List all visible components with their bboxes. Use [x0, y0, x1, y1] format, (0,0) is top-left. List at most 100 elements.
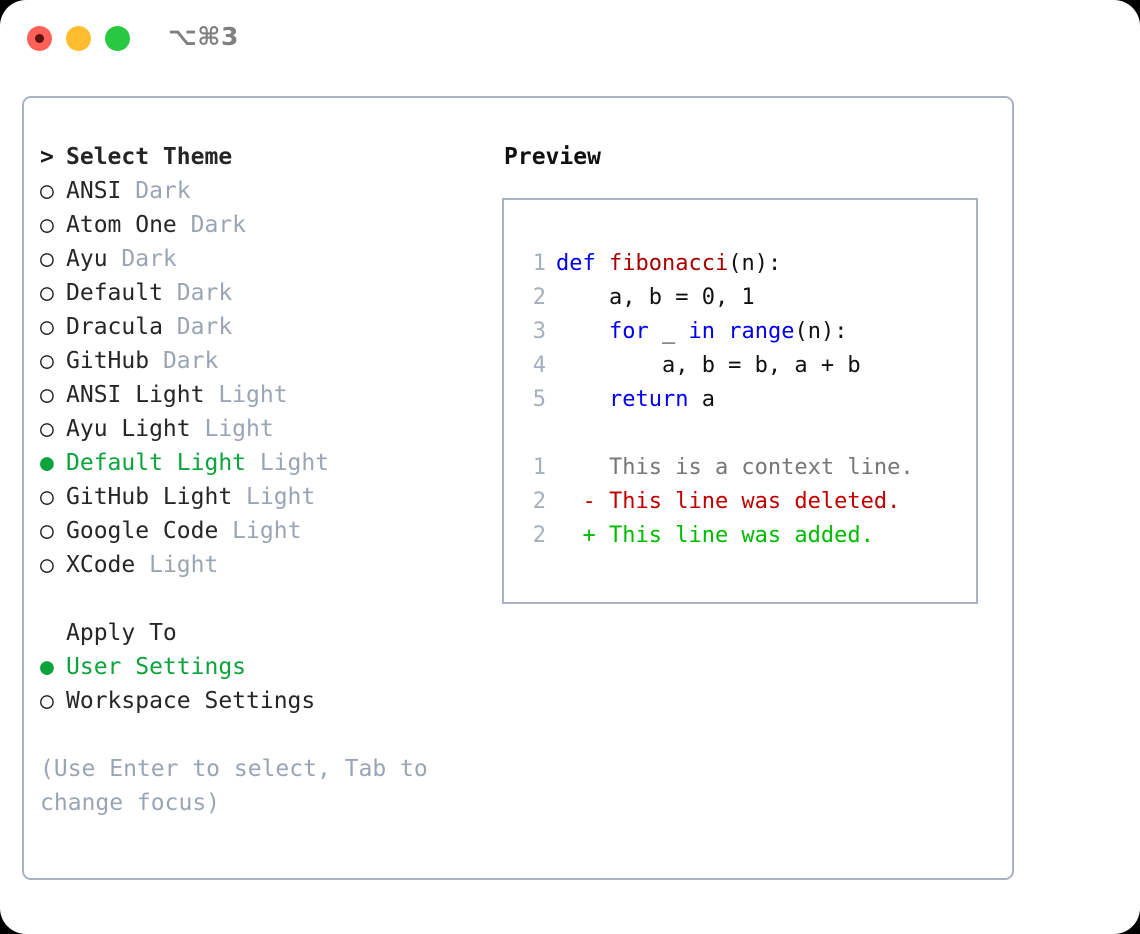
code-token — [556, 387, 609, 412]
keyboard-hint-text: (Use Enter to select, Tab to change focu… — [40, 756, 428, 816]
apply-to-header: ○Apply To — [40, 616, 490, 650]
line-number: 5 — [532, 387, 546, 412]
apply-to-header-spacer: ○ — [40, 616, 66, 650]
code-token: return — [608, 387, 689, 412]
theme-option-github-light[interactable]: ○GitHub Light Light — [40, 480, 490, 514]
theme-option-google-code[interactable]: ○ Google Code Light — [40, 514, 490, 548]
radio-unselected-icon: ○ — [40, 484, 54, 510]
code-line: 1 def fibonacci(n): — [520, 247, 976, 281]
diff-text: This line was added. — [608, 523, 874, 548]
line-number: 3 — [532, 319, 546, 344]
diff-marker: - — [556, 489, 609, 514]
theme-option-kind: Dark — [176, 212, 247, 238]
prompt-caret-icon: > — [40, 144, 54, 170]
theme-option-name: Default — [66, 280, 163, 306]
diff-sample: 1 This is a context line.2 - This line w… — [520, 451, 976, 553]
diff-marker: + — [556, 523, 609, 548]
apply-to-header-label: Apply To — [66, 620, 177, 646]
apply-to-option-workspace-settings[interactable]: ○ Workspace Settings — [40, 684, 490, 718]
theme-option-atom-one[interactable]: ○ Atom One Dark — [40, 208, 490, 242]
theme-option-name: Atom One — [66, 212, 177, 238]
diff-text: This line was deleted. — [608, 489, 901, 514]
theme-option-ansi-light[interactable]: ○ANSI Light Light — [40, 378, 490, 412]
code-token — [556, 319, 609, 344]
code-token — [715, 319, 728, 344]
line-number: 2 — [532, 285, 546, 310]
preview-title: Preview — [504, 144, 601, 170]
theme-option-kind: Light — [246, 450, 330, 476]
apply-to-option-name: Workspace Settings — [66, 688, 316, 714]
line-number: 2 — [532, 489, 546, 514]
radio-selected-icon: ● — [40, 450, 54, 476]
radio-unselected-icon: ○ — [40, 688, 54, 714]
section-spacer — [40, 582, 490, 616]
code-token: (n): — [794, 319, 848, 344]
code-diff-spacer — [520, 417, 976, 451]
code-token: fibonacci — [608, 251, 729, 276]
radio-unselected-icon: ○ — [40, 212, 54, 238]
theme-option-name: Ayu Light — [66, 416, 191, 442]
theme-option-name: ANSI — [66, 178, 122, 204]
apply-to-list: ○Apply To●User Settings○Workspace Settin… — [40, 616, 490, 718]
code-token: def — [556, 251, 609, 276]
code-line: 5 return a — [520, 383, 976, 417]
theme-option-name: Ayu — [66, 246, 108, 272]
minimize-light-button[interactable] — [66, 26, 91, 51]
code-token: (n): — [728, 251, 782, 276]
code-token: range — [728, 319, 795, 344]
theme-option-default-light[interactable]: ●Default Light Light — [40, 446, 490, 480]
apply-to-option-user-settings[interactable]: ●User Settings — [40, 650, 490, 684]
theme-option-name: Dracula — [66, 314, 163, 340]
radio-unselected-icon: ○ — [40, 518, 54, 544]
diff-marker — [556, 455, 609, 480]
theme-option-name: Google Code — [66, 518, 219, 544]
code-line: 3 for _ in range(n): — [520, 315, 976, 349]
line-number: 4 — [532, 353, 546, 378]
radio-unselected-icon: ○ — [40, 280, 54, 306]
code-token: _ — [648, 319, 689, 344]
code-token: a, b = b, a + b — [556, 353, 861, 378]
theme-option-ayu[interactable]: ○Ayu Dark — [40, 242, 490, 276]
theme-option-kind: Dark — [149, 348, 219, 374]
theme-option-kind: Dark — [107, 246, 177, 272]
zoom-light-button[interactable] — [105, 26, 130, 51]
theme-option-name: GitHub — [66, 348, 150, 374]
diff-line-add: 2 + This line was added. — [520, 519, 976, 553]
theme-list-header: >Select Theme — [40, 140, 490, 174]
keyboard-shortcut-label: ⌥⌘3 — [168, 22, 239, 51]
theme-option-name: ANSI Light — [66, 382, 205, 408]
diff-text: This is a context line. — [608, 455, 914, 480]
theme-option-ayu-light[interactable]: ○ Ayu Light Light — [40, 412, 490, 446]
radio-unselected-icon: ○ — [40, 416, 54, 442]
theme-list: >Select Theme○ANSI Dark○Atom One Dark○Ay… — [40, 140, 490, 582]
code-line: 2 a, b = 0, 1 — [520, 281, 976, 315]
code-token: in — [688, 319, 715, 344]
theme-option-ansi[interactable]: ○ ANSI Dark — [40, 174, 490, 208]
diff-line-ctx: 1 This is a context line. — [520, 451, 976, 485]
theme-option-github[interactable]: ○GitHub Dark — [40, 344, 490, 378]
theme-option-kind: Dark — [121, 178, 191, 204]
theme-selection-column: >Select Theme○ANSI Dark○Atom One Dark○Ay… — [40, 140, 490, 820]
diff-line-del: 2 - This line was deleted. — [520, 485, 976, 519]
code-line: 4 a, b = b, a + b — [520, 349, 976, 383]
radio-unselected-icon: ○ — [40, 552, 54, 578]
theme-option-dracula[interactable]: ○Dracula Dark — [40, 310, 490, 344]
theme-option-kind: Light — [218, 518, 302, 544]
theme-option-xcode[interactable]: ○ XCode Light — [40, 548, 490, 582]
line-number: 2 — [532, 523, 546, 548]
theme-option-kind: Light — [135, 552, 219, 578]
theme-option-kind: Light — [190, 416, 274, 442]
line-number: 1 — [532, 455, 546, 480]
radio-unselected-icon: ○ — [40, 178, 54, 204]
theme-option-default[interactable]: ○Default Dark — [40, 276, 490, 310]
close-light-button[interactable] — [27, 26, 52, 51]
theme-option-name: XCode — [66, 552, 136, 578]
theme-option-kind: Dark — [162, 314, 233, 340]
code-token: for — [608, 319, 649, 344]
theme-option-kind: Light — [204, 382, 288, 408]
line-number: 1 — [532, 251, 546, 276]
